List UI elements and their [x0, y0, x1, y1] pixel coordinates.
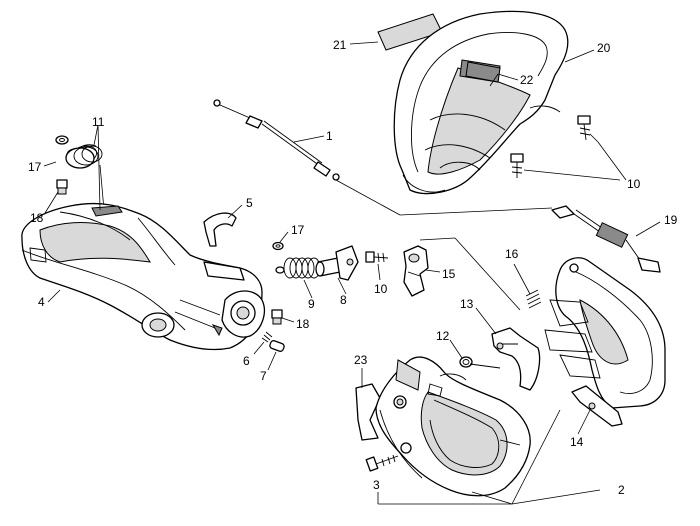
assembly-guide-lines	[99, 164, 553, 311]
callout-12: 12	[436, 329, 450, 343]
part-3-screw	[365, 454, 399, 472]
callout-23: 23	[354, 353, 368, 367]
part-18-screw-left	[56, 179, 68, 195]
callout-18-left: 18	[30, 211, 44, 225]
callout-22: 22	[520, 73, 534, 87]
part-7-plug	[269, 340, 285, 352]
part-12-spring	[459, 356, 501, 369]
callout-19: 19	[664, 213, 678, 227]
callout-17-left: 17	[28, 160, 42, 174]
part-23-label	[355, 383, 381, 441]
callout-20: 20	[597, 41, 611, 55]
callout-8: 8	[340, 293, 347, 307]
part-13-throttle-trigger	[491, 327, 541, 391]
callout-10-middle: 10	[374, 282, 388, 296]
part-10-screw-upper	[577, 115, 591, 141]
callout-labels: 21 20 22 1 10 11 17 18 5 19 17 16 15 10 …	[28, 38, 678, 497]
callout-16: 16	[505, 247, 519, 261]
part-2-housing-right	[544, 257, 666, 409]
callout-5: 5	[246, 196, 253, 210]
callout-9: 9	[308, 297, 315, 311]
callout-21: 21	[333, 38, 347, 52]
part-15-latch	[403, 245, 429, 297]
callout-18-center: 18	[296, 317, 310, 331]
part-8-shaft	[315, 245, 359, 281]
part-22-label	[465, 61, 501, 83]
callout-11: 11	[92, 115, 105, 129]
part-4-rear-handle-housing	[21, 202, 265, 351]
callout-10-handle: 10	[627, 177, 641, 191]
part-14-lock-lever	[571, 385, 623, 427]
callout-7: 7	[260, 369, 267, 383]
part-17-washer-left	[55, 135, 69, 145]
callout-leader-lines	[43, 41, 661, 505]
part-5-clip	[203, 212, 237, 247]
part-2-housing-left	[375, 356, 531, 497]
callout-3: 3	[373, 478, 380, 492]
callout-2: 2	[618, 483, 625, 497]
part-9-spring-center	[275, 257, 321, 279]
callout-13: 13	[460, 297, 474, 311]
part-10-screw-lower	[510, 153, 524, 178]
callout-1: 1	[326, 129, 333, 143]
part-16-spring	[525, 289, 542, 309]
part-11-spring-left	[65, 144, 103, 169]
part-17-washer-center	[272, 241, 284, 251]
callout-17-center: 17	[291, 223, 305, 237]
callout-14: 14	[570, 435, 584, 449]
callout-6: 6	[243, 354, 250, 368]
part-19-switch-wire	[551, 205, 661, 273]
callout-15: 15	[442, 267, 456, 281]
part-10-screw-middle	[365, 251, 389, 263]
part-18-screw-center	[271, 309, 283, 325]
part-6-pin	[261, 331, 273, 343]
callout-4: 4	[38, 295, 45, 309]
part-1-throttle-cable	[213, 99, 340, 181]
